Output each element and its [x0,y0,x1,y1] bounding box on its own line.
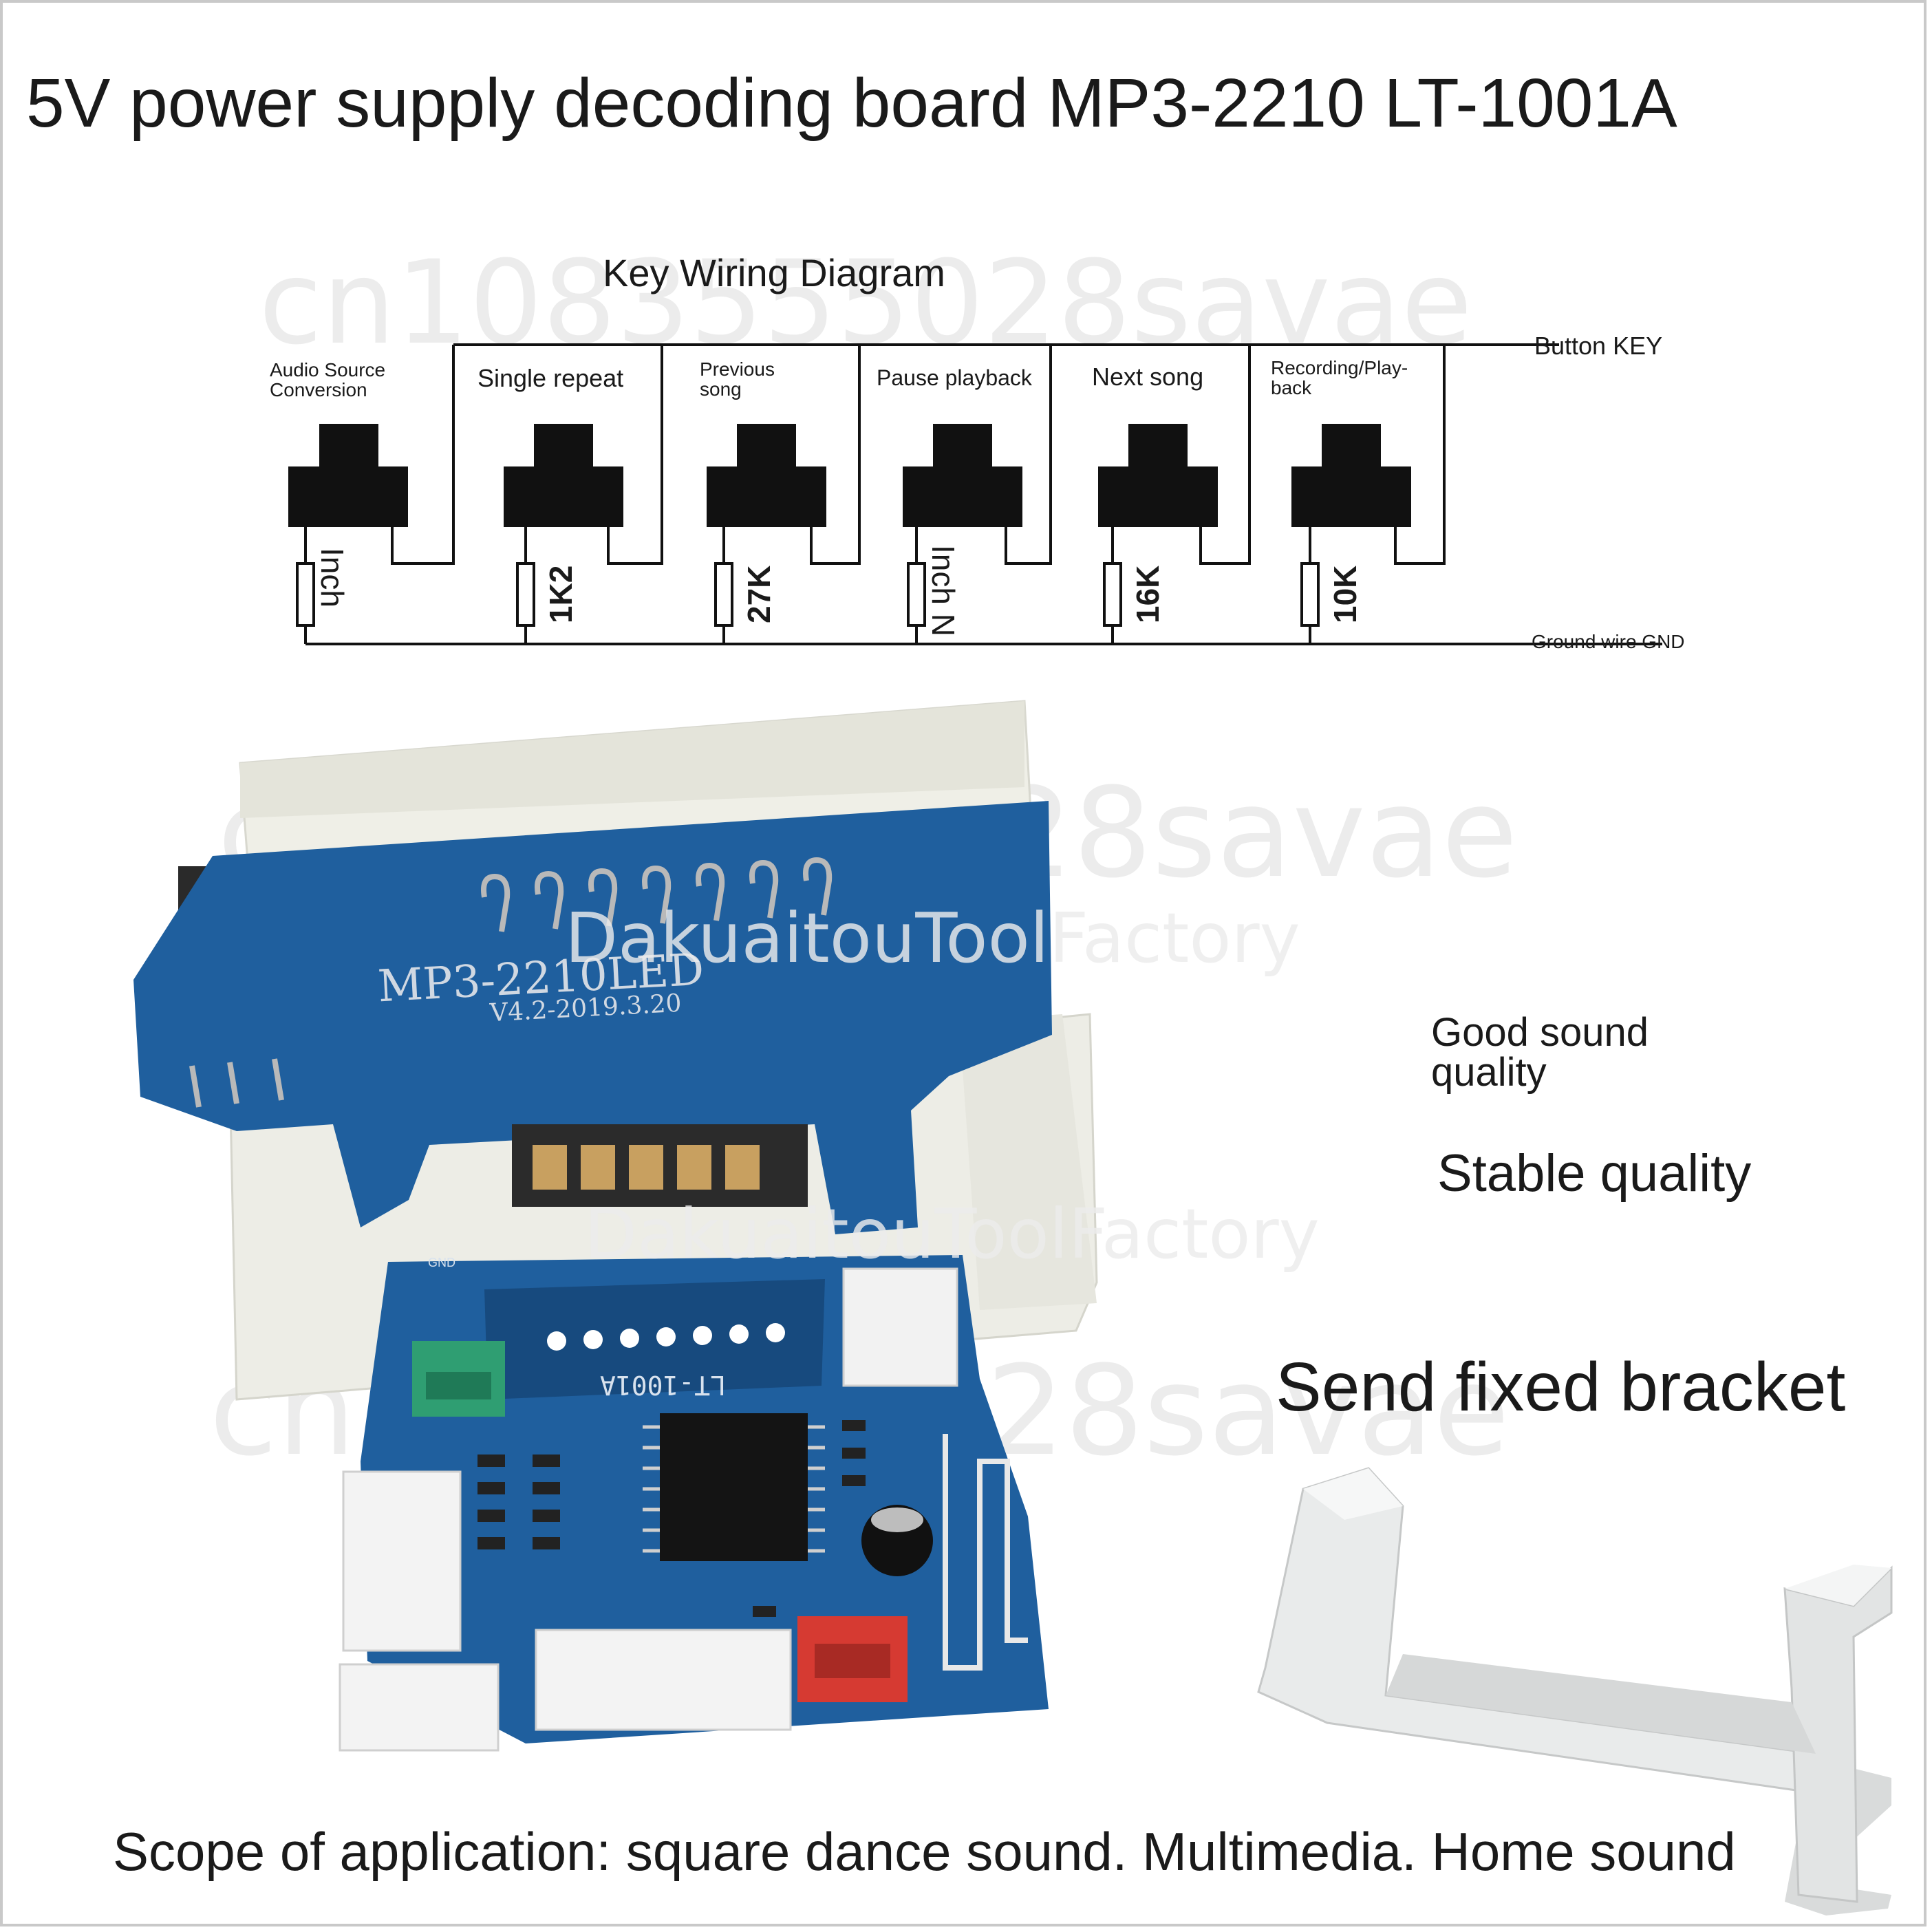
push-buttons [288,424,1411,527]
brand-watermark-1: DakuaitouToolFactory [565,898,1300,978]
board-illustration [133,700,1098,1752]
feature-fixed-bracket: Send fixed bracket [1276,1349,1846,1426]
ground-gnd-label: Ground wire GND [1532,631,1685,652]
board-silk-gnd: GND [428,1256,455,1269]
key-label-pause-playback: Pause playback [877,365,1032,390]
connector-white-bottom-left [339,1663,500,1752]
wiring-diagram [133,343,1893,1915]
connector-white-left [342,1470,462,1652]
push-button-6 [1291,424,1411,527]
key-label-recording-playback: Recording/Play-back [1271,357,1408,399]
diagram-title: Key Wiring Diagram [603,251,945,294]
board-silk-chip: LT-1001A [600,1370,727,1400]
push-button-5 [1098,424,1218,527]
resistor-label-6: 10K [1327,565,1363,623]
push-button-3 [707,424,826,527]
header-pins-side [189,1058,284,1108]
solder-pads-row [547,1323,785,1351]
key-label-single-repeat: Single repeat [477,364,624,392]
button-key-label: Button KEY [1534,332,1663,360]
resistor-label-5: 16K [1130,565,1166,623]
antenna-trace [943,1434,1028,1671]
application-scope: Scope of application: square dance sound… [113,1821,1736,1882]
feature-stable-quality: Stable quality [1437,1144,1752,1203]
brand-watermark-2: DakuaitouToolFactory [584,1194,1320,1274]
fixed-bracket [1257,1467,1893,1915]
wiring-lines [296,343,1662,645]
key-label-next-song: Next song [1092,363,1204,391]
key-label-audio-source: Audio Source Conversion [270,359,386,401]
connector-white-right [842,1267,958,1387]
store-watermark-1: cn1083555028savae [259,235,1472,370]
resistor-label-2: 1K2 [543,565,579,623]
feature-good-sound: Good sound quality [1431,1010,1649,1095]
resistor-label-3: 27K [741,565,777,623]
header-pins-top [481,857,833,932]
push-button-1 [288,424,408,527]
resistor-label-1: Inch [314,548,350,608]
resistor-label-4: Inch N [925,545,961,636]
push-button-2 [504,424,623,527]
page-title: 5V power supply decoding board MP3-2210 … [26,65,1677,142]
connector-white-bottom [535,1629,792,1731]
key-label-previous-song: Previous song [700,358,775,400]
push-button-4 [903,424,1022,527]
decoder-chip [660,1413,808,1561]
